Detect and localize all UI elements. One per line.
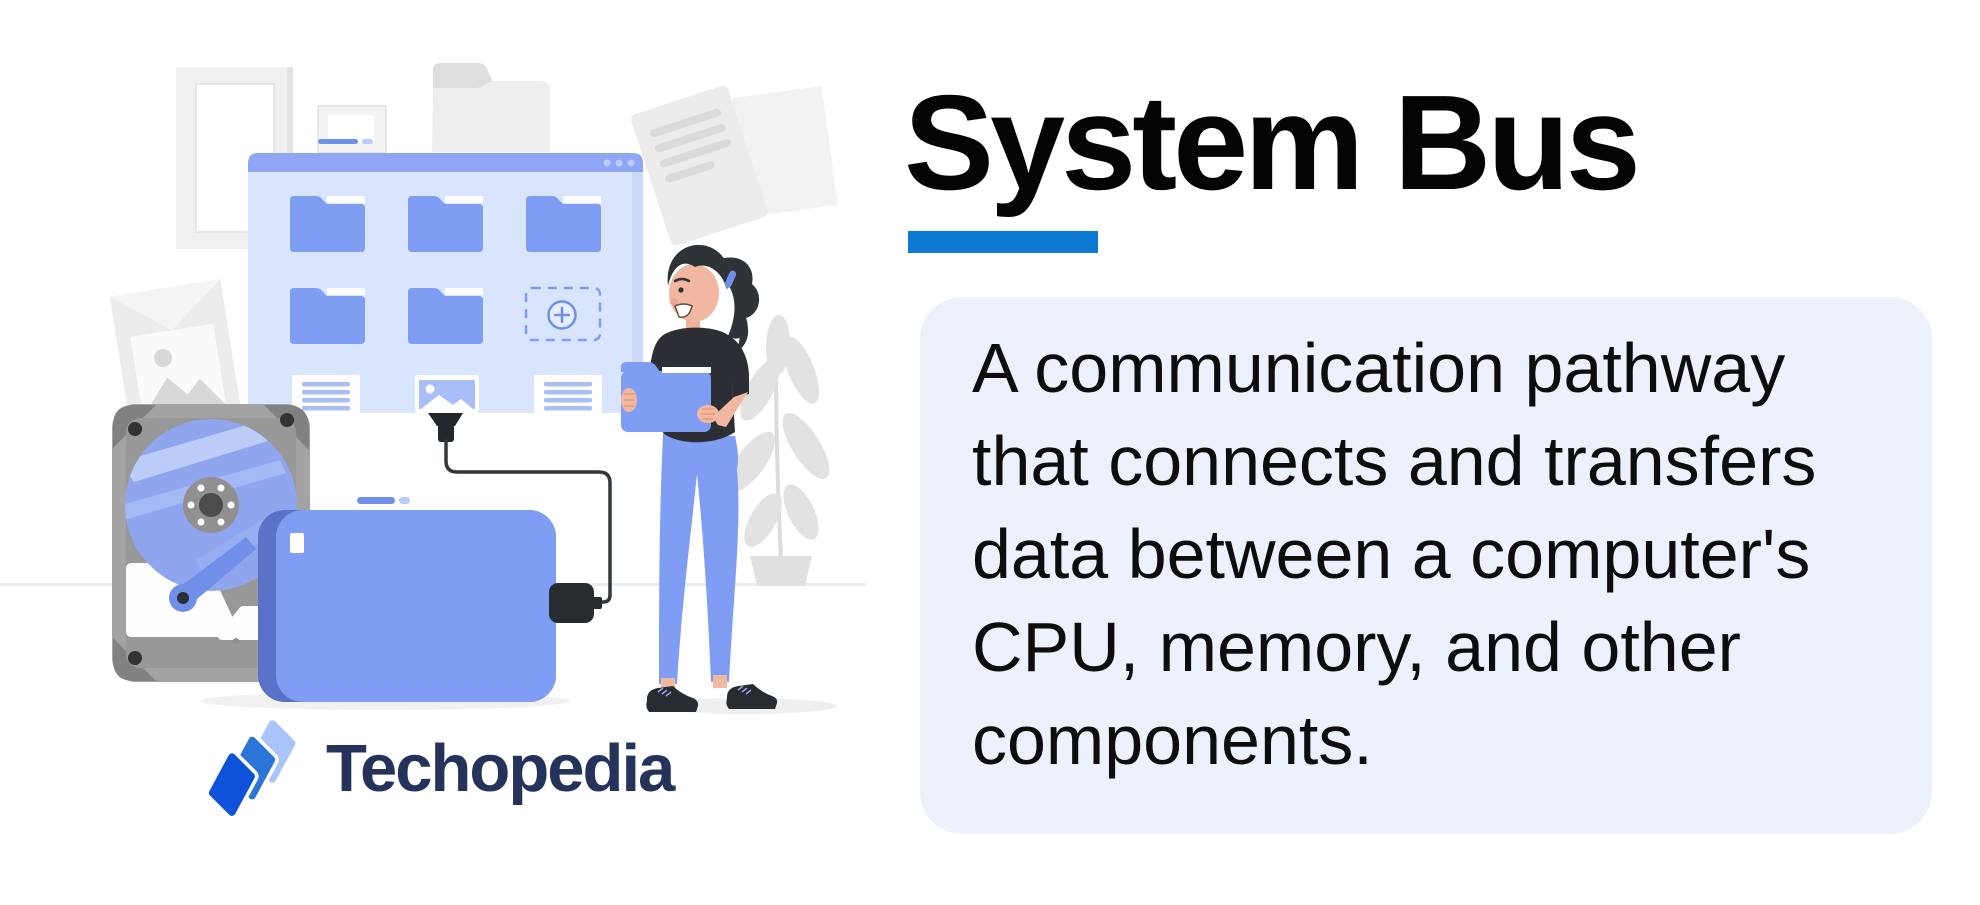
folder-silhouette-shape <box>432 63 550 152</box>
window-dot-icon <box>627 159 635 167</box>
small-frame-shape <box>317 105 387 154</box>
external-drive-icon <box>258 510 602 702</box>
held-folder-icon <box>621 362 711 432</box>
techopedia-logo-icon <box>208 720 300 817</box>
definition-card: A communication pathway that connects an… <box>920 297 1932 834</box>
usb-cable-icon <box>428 413 612 604</box>
window-scrollbar <box>632 172 643 413</box>
folder-icon <box>408 288 483 344</box>
list-dash-shape <box>357 497 395 504</box>
potted-plant-icon <box>726 315 830 586</box>
document-stack-shape <box>631 85 839 246</box>
title-accent-bar <box>908 231 1098 253</box>
text-file-icon <box>534 375 602 413</box>
add-folder-dropzone-icon <box>524 286 602 342</box>
photo-card-shape <box>109 279 243 435</box>
definition-text: A communication pathway that connects an… <box>972 329 1817 779</box>
woman-holding-folder-illustration <box>621 244 778 712</box>
page-title: System Bus <box>904 67 1641 218</box>
brand-name: Techopedia <box>326 731 675 806</box>
file-browser-window <box>248 153 643 413</box>
list-dash-shape <box>399 497 410 504</box>
folder-icon <box>526 196 601 252</box>
text-file-icon <box>292 375 360 413</box>
window-dot-icon <box>615 159 623 167</box>
folder-icon <box>290 288 365 344</box>
image-file-icon <box>415 375 479 413</box>
techopedia-logo: Techopedia <box>208 720 675 817</box>
folder-icon <box>290 196 365 252</box>
folder-icon <box>408 196 483 252</box>
illustration <box>0 63 866 714</box>
window-dot-icon <box>603 159 611 167</box>
